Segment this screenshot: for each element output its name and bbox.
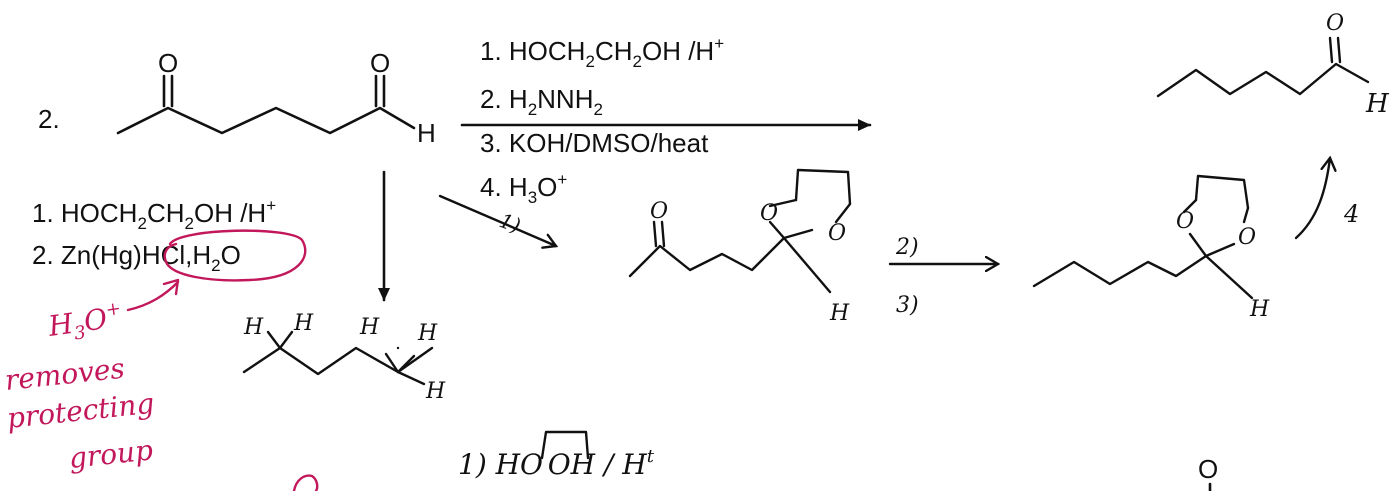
int1-h: H <box>829 301 850 326</box>
int1-ketone-o: O <box>650 199 668 224</box>
int2-ring-bridge <box>1194 174 1250 210</box>
red-note: H3O+ removes protecting group <box>3 278 180 475</box>
left-product-h4: H <box>417 321 438 346</box>
intermediate-1: O O O H <box>628 168 852 326</box>
step4-label: 4 <box>1343 200 1359 228</box>
step3-label: 3) <box>896 293 919 318</box>
step1-label: 1) <box>496 208 524 238</box>
start-aldehyde-h: H <box>417 118 436 148</box>
start-ketone-o: O <box>158 48 178 78</box>
bottom-ring-bridge <box>540 430 590 460</box>
int1-chain <box>628 236 786 278</box>
red-note-line-1: removes <box>3 352 126 397</box>
start-aldehyde-o: O <box>370 48 390 78</box>
red-arrow-head <box>162 278 180 296</box>
final-chain <box>1156 62 1370 98</box>
step1-arrow <box>438 194 556 246</box>
red-note-line-3: group <box>67 433 154 475</box>
start-chain-bonds <box>116 106 416 135</box>
int2-h: H <box>1249 297 1270 322</box>
int2-ring-o-right: O <box>1238 225 1256 250</box>
left-conditions: 1. HOCH2CH2OH /H+ 2. Zn(Hg)HCl,H2O <box>32 196 307 282</box>
left-product: H H H H H <box>242 311 446 404</box>
red-note-reagent: H3O+ <box>45 298 125 348</box>
left-product-h1: H <box>243 315 264 340</box>
step2-label: 2) <box>895 235 919 260</box>
starting-material: O O H <box>116 48 436 148</box>
left-condition-2: 2. Zn(Hg)HCl,H2O <box>32 240 241 275</box>
top-condition-2: 2. H2NNH2 <box>480 84 603 119</box>
left-product-h5: H <box>425 379 446 404</box>
final-product: O H <box>1156 11 1390 119</box>
int2-ring-o-left: O <box>1176 209 1194 234</box>
left-product-chain <box>242 346 434 376</box>
int2-chain <box>1032 254 1208 288</box>
final-h: H <box>1365 89 1390 119</box>
final-o: O <box>1326 11 1344 36</box>
top-condition-1: 1. HOCH2CH2OH /H+ <box>480 34 724 71</box>
bottom-note-text: 1) HO OH / Ht <box>458 446 655 481</box>
problem-number: 2. <box>38 104 60 134</box>
bottom-partial-o: O <box>1198 454 1218 484</box>
intermediate-2: O O H <box>1032 174 1270 322</box>
left-product-h2: H <box>293 311 314 336</box>
bottom-note: 1) HO OH / Ht <box>458 430 655 481</box>
red-arrow-line <box>126 280 180 312</box>
partial-red-mark <box>292 474 319 491</box>
top-condition-3: 3. KOH/DMSO/heat <box>480 128 709 158</box>
top-condition-4: 4. H3O+ <box>480 170 567 207</box>
left-product-h3: H <box>359 315 380 340</box>
red-circle <box>163 229 307 282</box>
int1-ring-o-left: O <box>760 201 778 226</box>
step4-arrow <box>1294 158 1330 240</box>
left-condition-1: 1. HOCH2CH2OH /H+ <box>32 196 276 233</box>
top-conditions: 1. HOCH2CH2OH /H+ 2. H2NNH2 3. KOH/DMSO/… <box>480 34 724 207</box>
int1-ring-bridge <box>794 168 852 206</box>
int1-ring-o-right: O <box>828 221 846 246</box>
